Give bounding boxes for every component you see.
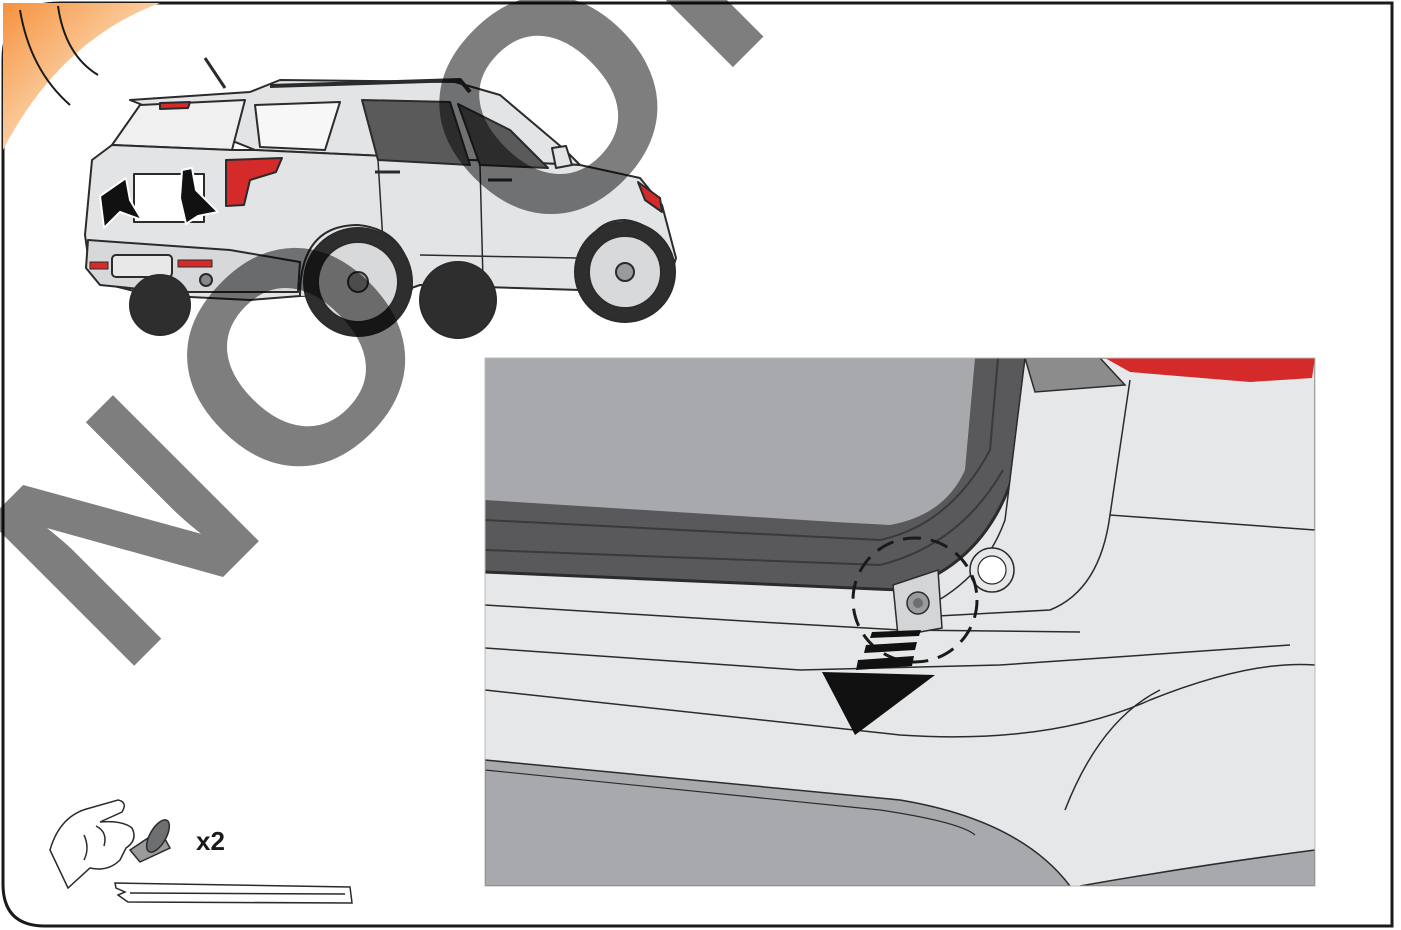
quantity-label: x2 — [196, 826, 225, 856]
hand-icon — [50, 800, 134, 888]
bumper-detail-view — [485, 358, 1315, 886]
trim-removal-tool-icon — [115, 883, 352, 903]
push-pin-clip-icon — [130, 816, 174, 862]
